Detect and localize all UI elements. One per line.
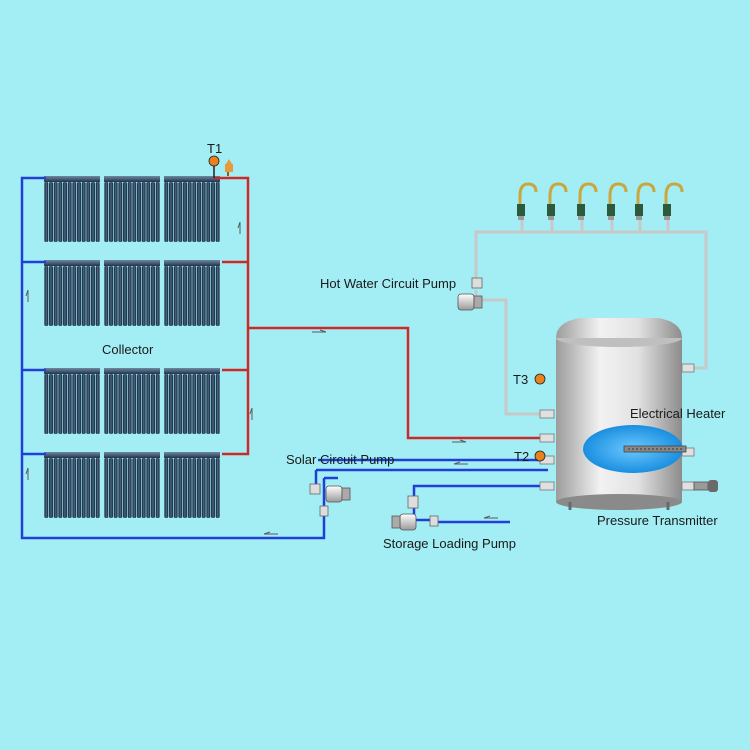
storage-loading-pump (391, 495, 439, 531)
solar-circuit-pump (309, 483, 351, 517)
sensor-t2 (534, 450, 546, 462)
storage-tank (539, 318, 695, 510)
collector-panel (44, 260, 100, 326)
collector-panel (104, 176, 160, 242)
faucet-icon (517, 182, 538, 220)
hot-water-circuit-pump-label: Hot Water Circuit Pump (320, 276, 457, 291)
storage-loading-pump-label: Storage Loading Pump (383, 536, 516, 551)
collector-panel (164, 176, 220, 242)
cold-return-pipe (20, 176, 548, 540)
collector-panel (44, 176, 100, 242)
sensor-t3-label: T3 (513, 372, 529, 387)
sensor-t1 (208, 155, 220, 178)
collector-panel (164, 452, 220, 518)
hot-water-taps (517, 182, 684, 220)
hot-supply-pipe (214, 176, 548, 456)
faucet-icon (577, 182, 598, 220)
solar-circuit-pump-label: Solar Circuit Pump (286, 452, 395, 467)
collector-panel (44, 368, 100, 434)
collector-label: Collector (102, 342, 154, 357)
pressure-transmitter (693, 480, 718, 492)
pressure-transmitter-label: Pressure Transmitter (597, 513, 718, 528)
air-vent-valve (225, 159, 233, 176)
collector-panel (44, 452, 100, 518)
faucet-icon (547, 182, 568, 220)
faucet-icon (635, 182, 656, 220)
collector-panel (104, 452, 160, 518)
collector-array (44, 176, 220, 518)
electrical-heater-label: Electrical Heater (630, 406, 726, 421)
sensor-t1-label: T1 (207, 141, 223, 156)
flow-arrows (25, 221, 498, 535)
sensor-t2-label: T2 (514, 449, 530, 464)
hot-water-pipes (474, 218, 708, 416)
collector-panel (104, 368, 160, 434)
faucet-icon (663, 182, 684, 220)
hot-water-circuit-pump (457, 277, 483, 311)
faucet-icon (607, 182, 628, 220)
sensor-t3 (534, 373, 546, 385)
electrical-heater (583, 425, 687, 473)
collector-panel (164, 368, 220, 434)
collector-panel (164, 260, 220, 326)
collector-panel (104, 260, 160, 326)
